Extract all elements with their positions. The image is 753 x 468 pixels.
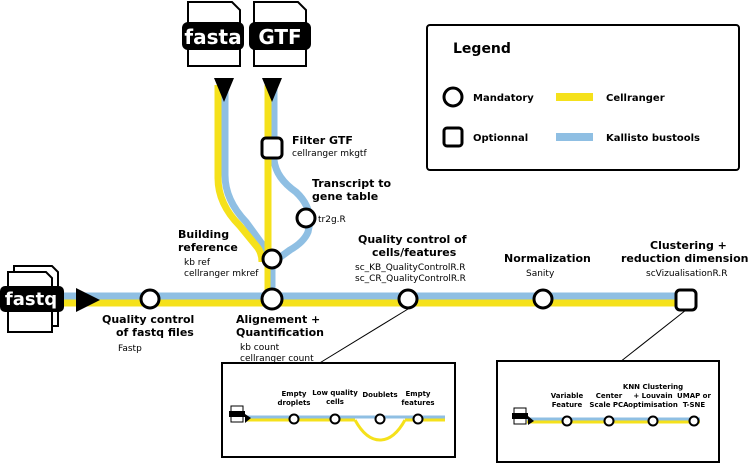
qc-cells-tool-1: sc_KB_QualityControlR.R (355, 263, 465, 273)
transcript-gene-station (295, 207, 317, 229)
variable-feature-station (561, 415, 573, 427)
alignment-tool-1: kb count (240, 343, 280, 353)
building-ref-tool-2: cellranger mkref (184, 269, 259, 279)
fastq-arrow-icon (76, 288, 100, 312)
qc-fastq-title-2: of fastq files (116, 326, 194, 339)
legend-mandatory-circle-icon (442, 86, 464, 108)
knn-label-2: + Louvain (633, 392, 672, 400)
qc-cells-title-2: cells/features (372, 246, 457, 259)
qc-fastq-station (139, 288, 161, 310)
normalization-title: Normalization (504, 252, 591, 265)
knn-label-3: optimisation (628, 401, 678, 409)
fastq-label: fastq (5, 289, 57, 310)
mini-fastq-icon-2 (512, 407, 528, 425)
filter-gtf-tool: cellranger mkgtf (292, 149, 367, 159)
qc-detail-arrow-icon (245, 414, 251, 423)
fasta-file-icon: fasta (182, 1, 244, 67)
qc-detail-connector (317, 308, 409, 365)
umap-station (688, 415, 700, 427)
low-quality-label-1: Low quality (312, 389, 358, 397)
fasta-arrow-icon (214, 78, 234, 102)
qc-detail-panel: Empty droplets Low quality cells Doublet… (221, 362, 456, 458)
building-ref-title-2: reference (178, 241, 238, 254)
clustering-detail-connector (619, 309, 687, 363)
transcript-gene-title-1: Transcript to (312, 177, 391, 190)
legend-title: Legend (453, 41, 511, 57)
qc-fastq-tool: Fastp (118, 344, 142, 354)
empty-features-label-1: Empty (406, 390, 431, 398)
qc-cells-station (397, 288, 419, 310)
empty-droplets-station (288, 413, 300, 425)
qc-detail-box (221, 362, 456, 458)
low-quality-label-2: cells (326, 398, 344, 406)
gtf-label: GTF (258, 25, 301, 49)
clustering-detail-panel: Variable Feature Center Scale PCA KNN Cl… (496, 360, 720, 463)
alignment-title-1: Alignement + (236, 313, 320, 326)
clustering-title-2: reduction dimension (621, 252, 748, 265)
umap-label-2: T-SNE (683, 401, 706, 409)
filter-gtf-station (260, 136, 284, 160)
legend-optional-square-icon (442, 126, 464, 148)
clustering-title-1: Clustering + (650, 239, 727, 252)
alignment-tool-2: cellranger count (240, 354, 314, 364)
legend-kallisto-label: Kallisto bustools (606, 133, 700, 144)
empty-droplets-label-2: droplets (278, 399, 311, 407)
building-ref-title-1: Building (178, 228, 229, 241)
filter-gtf-title: Filter GTF (292, 134, 353, 147)
legend: Legend Mandatory Optionnal Cellranger Ka… (426, 24, 740, 171)
normalization-tool: Sanity (526, 269, 555, 279)
knn-label-1: KNN Clustering (623, 383, 683, 391)
qc-fastq-title-1: Quality control (102, 313, 194, 326)
knn-station (647, 415, 659, 427)
alignment-title-2: Quantification (236, 326, 324, 339)
transcript-gene-title-2: gene table (312, 190, 378, 203)
fasta-track-cellranger (214, 85, 266, 263)
doublets-detour-track (353, 419, 407, 442)
normalization-station (532, 288, 554, 310)
empty-features-station (412, 413, 424, 425)
gtf-arrow-icon (262, 78, 282, 102)
fasta-label: fasta (184, 25, 241, 49)
fastq-file-icon: fastq (0, 265, 64, 333)
variable-feature-label-1: Variable (551, 392, 584, 400)
clustering-tool: scVizualisationR.R (646, 269, 728, 279)
center-scale-label-2: Scale PCA (589, 401, 629, 409)
legend-mandatory-label: Mandatory (473, 93, 534, 104)
building-ref-tool-1: kb ref (184, 258, 211, 268)
legend-cellranger-label: Cellranger (606, 93, 665, 104)
variable-feature-label-2: Feature (552, 401, 583, 409)
gtf-file-icon: GTF (249, 1, 311, 67)
legend-optional-label: Optionnal (473, 133, 528, 144)
empty-droplets-label-1: Empty (282, 390, 307, 398)
building-reference-station (261, 248, 283, 270)
alignment-station (260, 287, 284, 311)
umap-label-1: UMAP or (677, 392, 711, 400)
clustering-detail-box (496, 360, 720, 463)
doublets-label: Doublets (362, 391, 397, 399)
doublets-station (374, 413, 386, 425)
transcript-gene-tool: tr2g.R (318, 215, 346, 225)
clustering-station (674, 288, 698, 312)
mini-fastq-icon (229, 405, 245, 423)
empty-features-label-2: features (401, 399, 434, 407)
gtf-track-kallisto (270, 85, 314, 261)
qc-cells-tool-2: sc_CR_QualityControlR.R (355, 274, 466, 284)
low-quality-station (329, 413, 341, 425)
center-scale-label-1: Center (596, 392, 623, 400)
qc-cells-title-1: Quality control of (358, 233, 467, 246)
center-scale-station (603, 415, 615, 427)
clustering-detail-arrow-icon (528, 416, 534, 425)
